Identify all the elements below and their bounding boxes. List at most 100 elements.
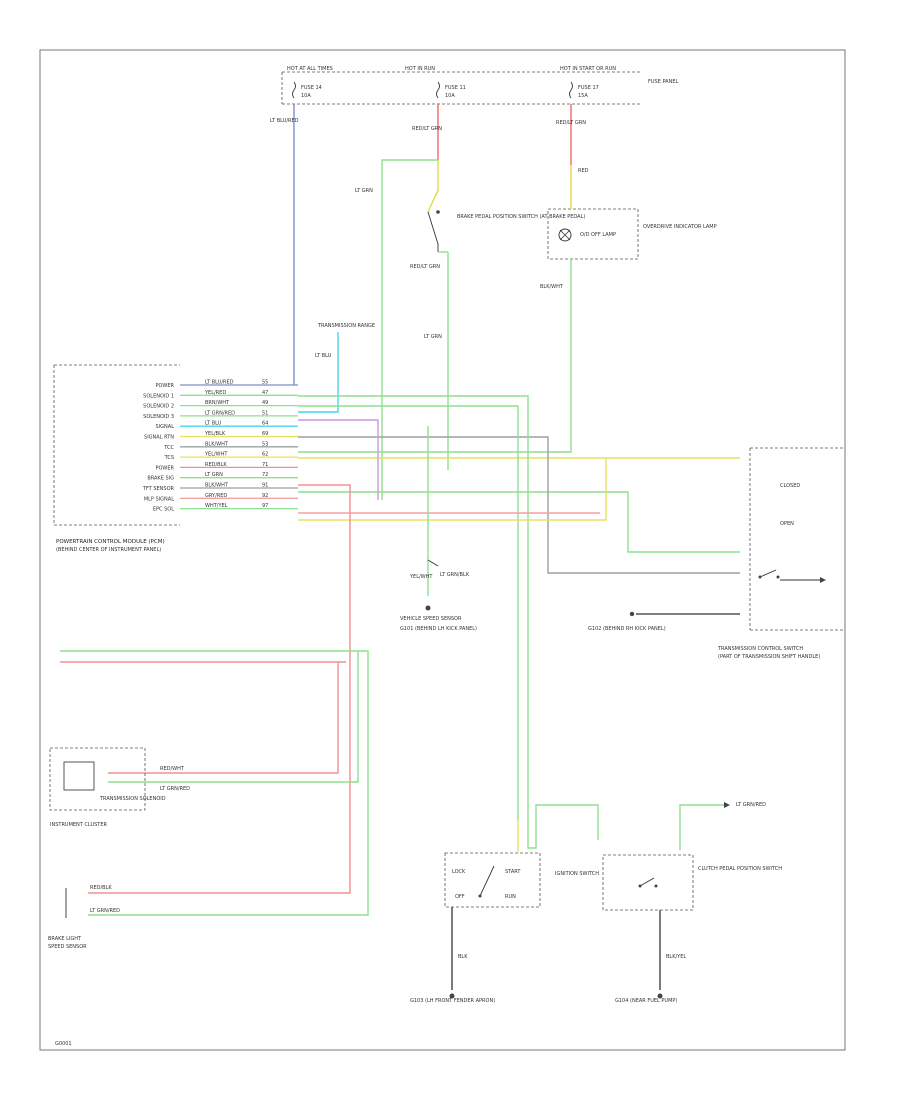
transmission-range-wire-label: LT BLU — [315, 353, 332, 359]
hot-at-all-times-label: HOT AT ALL TIMES — [287, 66, 333, 72]
hot-in-run-label: HOT IN RUN — [405, 66, 435, 72]
pcm-pin-wire-label-6: BLK/WHT — [205, 441, 229, 447]
left-module-label: TRANSMISSION SOLENOID — [99, 796, 166, 802]
pcm-pin-wire-label-4: LT BLU — [205, 421, 222, 427]
hot-in-start-label: HOT IN START OR RUN — [560, 66, 616, 72]
pcm-pin-name-11: MLP SIGNAL — [144, 496, 174, 502]
corner-code: G0001 — [55, 1041, 72, 1047]
pcm-pin-name-9: BRAKE SIG — [147, 476, 174, 482]
wire-to-tcs-gray — [298, 436, 740, 574]
fuse-14: FUSE 14 10A — [292, 81, 322, 99]
lower-left-wire-1: RED/BLK — [90, 885, 112, 891]
pcm-pin-number-7: 62 — [262, 452, 268, 458]
brake-wire-label-3: LT GRN — [424, 334, 442, 340]
wire-green-trunk — [298, 395, 529, 835]
pcm-pin-wire-label-12: WHT/YEL — [205, 503, 228, 509]
wire-left-module-green — [108, 651, 359, 783]
pcm-title: POWERTRAIN CONTROL MODULE (PCM) — [56, 539, 165, 545]
wire-fuse17-label: RED/LT GRN — [556, 120, 586, 126]
wire-top-yellow — [427, 160, 439, 213]
clutch-switch-label: CLUTCH PEDAL POSITION SWITCH — [698, 866, 782, 872]
wire-yellow-vertical — [298, 458, 607, 521]
wire-od-out — [298, 259, 572, 453]
pcm-pin-number-8: 71 — [262, 462, 268, 468]
fuse-11-label: FUSE 11 — [445, 85, 466, 91]
tcs-switch-note: (PART OF TRANSMISSION SHIFT HANDLE) — [718, 654, 820, 660]
pcm-pin-number-4: 64 — [262, 421, 268, 427]
lower-left-wire-2: LT GRN/RED — [90, 908, 120, 914]
ignition-start-label: START — [505, 869, 521, 875]
lower-left-sensor: BRAKE LIGHT SPEED SENSOR RED/BLK LT GRN/… — [48, 885, 120, 950]
pcm-pin-wire-label-11: GRY/RED — [205, 493, 227, 499]
ground-label-g101: G101 (BEHIND LH KICK PANEL) — [400, 626, 477, 632]
left-module-sub: INSTRUMENT CLUSTER — [50, 822, 108, 828]
tcs-open-label: OPEN — [780, 521, 794, 527]
transmission-range: TRANSMISSION RANGE LT BLU — [298, 323, 375, 413]
tcs-switch: CLOSED OPEN TRANSMISSION CONTROL SWITCH … — [717, 447, 845, 660]
fuse-11: FUSE 11 10A — [436, 81, 466, 99]
pcm-pin-wire-label-7: YEL/WHT — [204, 452, 228, 458]
pcm-pin-name-6: TCC — [163, 445, 174, 451]
tcs-closed-label: CLOSED — [780, 483, 800, 489]
pcm-pin-name-5: SIGNAL RTN — [144, 435, 174, 441]
clutch-switch: CLUTCH PEDAL POSITION SWITCH BLK/YEL LT … — [602, 802, 782, 999]
pcm-pin-name-12: EPC SOL — [153, 507, 174, 513]
fuse-11-rating: 10A — [445, 93, 455, 99]
pcm-pin-wire-label-8: RED/BLK — [205, 462, 227, 468]
vehicle-speed-sensor: YEL/WHT LT GRN/BLK VEHICLE SPEED SENSOR — [400, 426, 470, 622]
brake-wire-label-1: LT GRN — [355, 188, 373, 194]
pcm-pin-wire-label-5: YEL/BLK — [204, 431, 226, 437]
overdrive-wire-label-2: BLK/WHT — [540, 284, 564, 290]
pcm-sub: (BEHIND CENTER OF INSTRUMENT PANEL) — [56, 547, 161, 553]
pcm-module: POWERTRAIN CONTROL MODULE (PCM) (BEHIND … — [53, 364, 180, 553]
fuse-panel-label: FUSE PANEL — [648, 79, 678, 85]
transmission-range-label: TRANSMISSION RANGE — [317, 323, 375, 329]
wire-left-module-red — [108, 662, 339, 774]
left-module-wire-2: LT GRN/RED — [160, 786, 190, 792]
pcm-pin-number-9: 72 — [262, 472, 268, 478]
clutch-output-label: LT GRN/RED — [736, 802, 766, 808]
pcm-pin-wire-label-2: BRN/WHT — [205, 400, 230, 406]
lower-left-label-1: BRAKE LIGHT — [48, 936, 82, 942]
ignition-off-label: OFF — [455, 894, 465, 900]
wire-to-tcs-green — [298, 491, 740, 553]
ground-label-g102: G102 (BEHIND RH KICK PANEL) — [588, 626, 666, 632]
overdrive-lamp-label: OVERDRIVE INDICATOR LAMP — [643, 224, 717, 230]
pcm-pin-number-0: 55 — [262, 380, 268, 386]
ground-label-g104: G104 (NEAR FUEL PUMP) — [615, 998, 677, 1004]
pcm-pin-number-10: 91 — [262, 483, 268, 489]
pcm-pin-name-1: SOLENOID 1 — [143, 393, 174, 399]
lower-left-label-2: SPEED SENSOR — [48, 944, 87, 950]
ignition-wire-label: BLK — [458, 954, 468, 960]
pcm-pin-number-6: 53 — [262, 441, 268, 447]
pcm-pin-number-2: 49 — [262, 400, 268, 406]
clutch-wire-label: BLK/YEL — [666, 954, 686, 960]
fuse-17-label: FUSE 17 — [578, 85, 599, 91]
vss-label: VEHICLE SPEED SENSOR — [400, 616, 462, 622]
pcm-pin-number-11: 92 — [262, 493, 268, 499]
wire-violet — [298, 419, 379, 500]
ground-label-g103: G103 (LH FRONT FENDER APRON) — [410, 998, 495, 1004]
pcm-pin-name-10: TFT SENSOR — [142, 486, 175, 492]
fuse-14-rating: 10A — [301, 93, 311, 99]
fuse-panel: HOT AT ALL TIMES HOT IN RUN HOT IN START… — [281, 66, 678, 105]
pcm-pin-name-4: SIGNAL — [156, 424, 175, 430]
left-module: TRANSMISSION SOLENOID INSTRUMENT CLUSTER… — [49, 747, 190, 828]
pcm-pin-wire-label-10: BLK/WHT — [205, 483, 229, 489]
pcm-pin-number-12: 97 — [262, 503, 268, 509]
wire-ignition-green — [527, 804, 599, 849]
wire-top-green-left — [381, 159, 438, 500]
pcm-pin-wire-label-3: LT GRN/RED — [205, 410, 235, 416]
pcm-pin-wire-label-0: LT BLU/RED — [205, 380, 234, 386]
od-off-lamp-label: O/D OFF LAMP — [580, 232, 616, 238]
pcm-pin-number-5: 69 — [262, 431, 268, 437]
vss-wire-label-2: LT GRN/BLK — [440, 572, 470, 578]
pcm-pin-number-3: 51 — [262, 410, 268, 416]
pcm-pin-wire-label-9: LT GRN — [205, 472, 223, 478]
ignition-run-label: RUN — [505, 894, 516, 900]
fuse-14-label: FUSE 14 — [301, 85, 322, 91]
fuse-17: FUSE 17 15A — [569, 81, 599, 99]
wire-pink-left — [88, 484, 351, 894]
